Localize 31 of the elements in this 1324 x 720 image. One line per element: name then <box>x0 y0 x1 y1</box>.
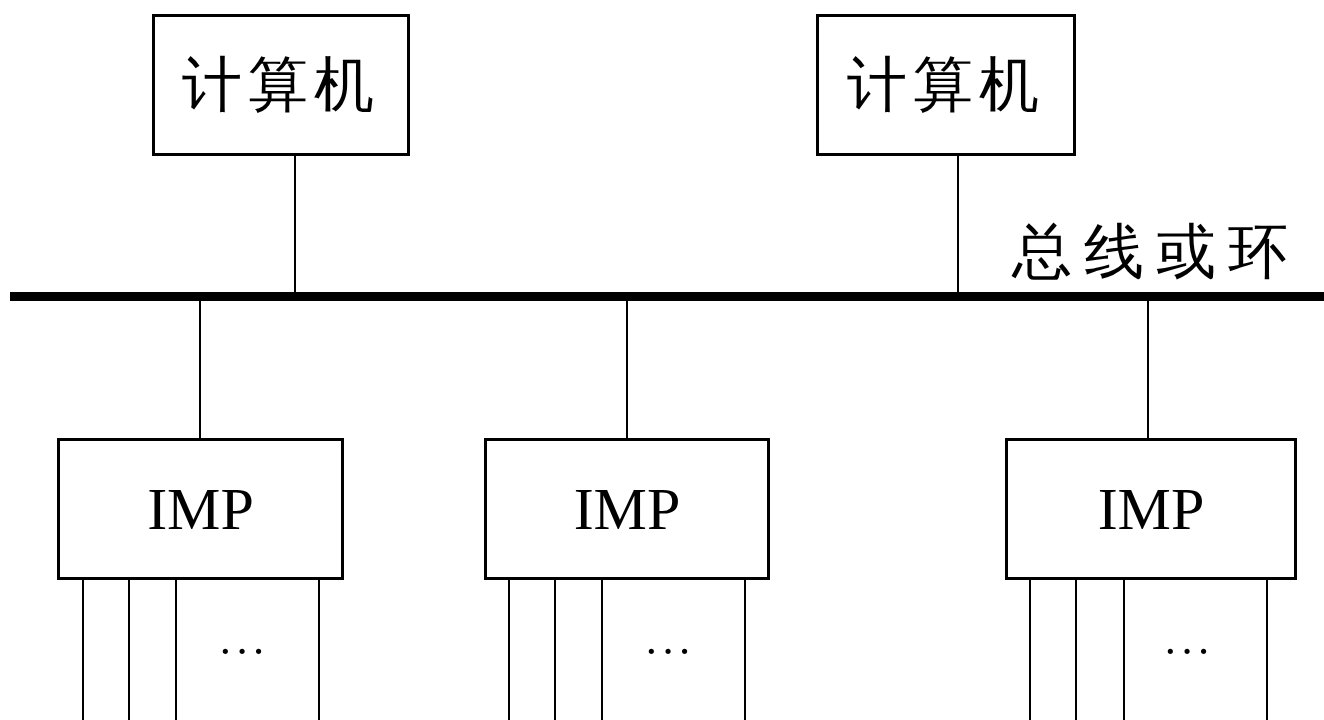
connector-line <box>1147 300 1149 439</box>
imp-box <box>1005 438 1297 580</box>
box-label: IMP <box>147 479 254 539</box>
connector-line <box>626 300 628 439</box>
computer-box <box>816 14 1076 156</box>
box-label: 计算机 <box>182 55 380 115</box>
ellipsis-label: ··· <box>1163 630 1213 674</box>
box-label: IMP <box>573 479 681 539</box>
ellipsis-label: ··· <box>218 630 268 674</box>
bus-label: 总线或环 <box>1012 222 1300 282</box>
box-label: 计算机 <box>847 55 1045 115</box>
connector-line <box>957 155 959 293</box>
connector-line <box>294 155 296 293</box>
connector-line <box>508 579 510 720</box>
box-label: IMP <box>1097 479 1205 539</box>
connector-line <box>82 579 84 720</box>
connector-line <box>744 579 746 720</box>
connector-line <box>318 579 320 720</box>
connector-line <box>1029 579 1031 720</box>
computer-box <box>152 14 410 156</box>
connector-line <box>1123 579 1125 720</box>
connector-line <box>1266 579 1268 720</box>
connector-line <box>1075 579 1077 720</box>
imp-box <box>57 438 344 580</box>
connector-line <box>175 579 177 720</box>
imp-box <box>484 438 770 580</box>
ellipsis-label: ··· <box>644 630 694 674</box>
connector-line <box>199 300 201 439</box>
connector-line <box>128 579 130 720</box>
connector-line <box>601 579 603 720</box>
connector-line <box>554 579 556 720</box>
